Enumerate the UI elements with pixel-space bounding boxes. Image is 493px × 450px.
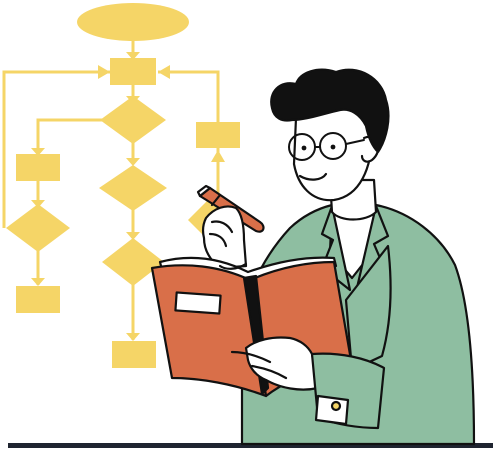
- flowchart-process-box: [110, 58, 156, 85]
- flowchart-decision-diamond: [100, 96, 166, 144]
- pencil-ferrule: [210, 193, 222, 207]
- flowchart-process-box: [16, 154, 60, 181]
- flowchart-process-box: [112, 341, 156, 368]
- wrist-line: [218, 262, 248, 270]
- flowchart-arrowheads: [31, 52, 225, 341]
- thumb: [230, 350, 272, 364]
- cufflink: [330, 400, 342, 412]
- glasses: [288, 132, 365, 161]
- flowchart-decision-diamond: [99, 165, 167, 211]
- hair: [270, 68, 390, 154]
- finger-line: [208, 232, 228, 248]
- pencil-tip: [196, 184, 212, 198]
- shirt-cuff: [314, 394, 350, 426]
- flowchart-decision-diamond: [102, 238, 164, 286]
- ground-line: [8, 443, 493, 448]
- finger-line: [210, 220, 234, 234]
- jacket-sleeve-right: [344, 244, 392, 372]
- flowchart-process-box: [196, 122, 240, 148]
- finger-line: [250, 364, 288, 380]
- smile: [298, 172, 328, 181]
- flowchart-process-box: [16, 286, 60, 313]
- flowchart-decision-diamond: [6, 204, 70, 252]
- flowchart-start-ellipse: [77, 3, 189, 41]
- person-reading: [150, 68, 476, 446]
- eyes: [301, 144, 336, 151]
- notebook-label: [174, 291, 222, 315]
